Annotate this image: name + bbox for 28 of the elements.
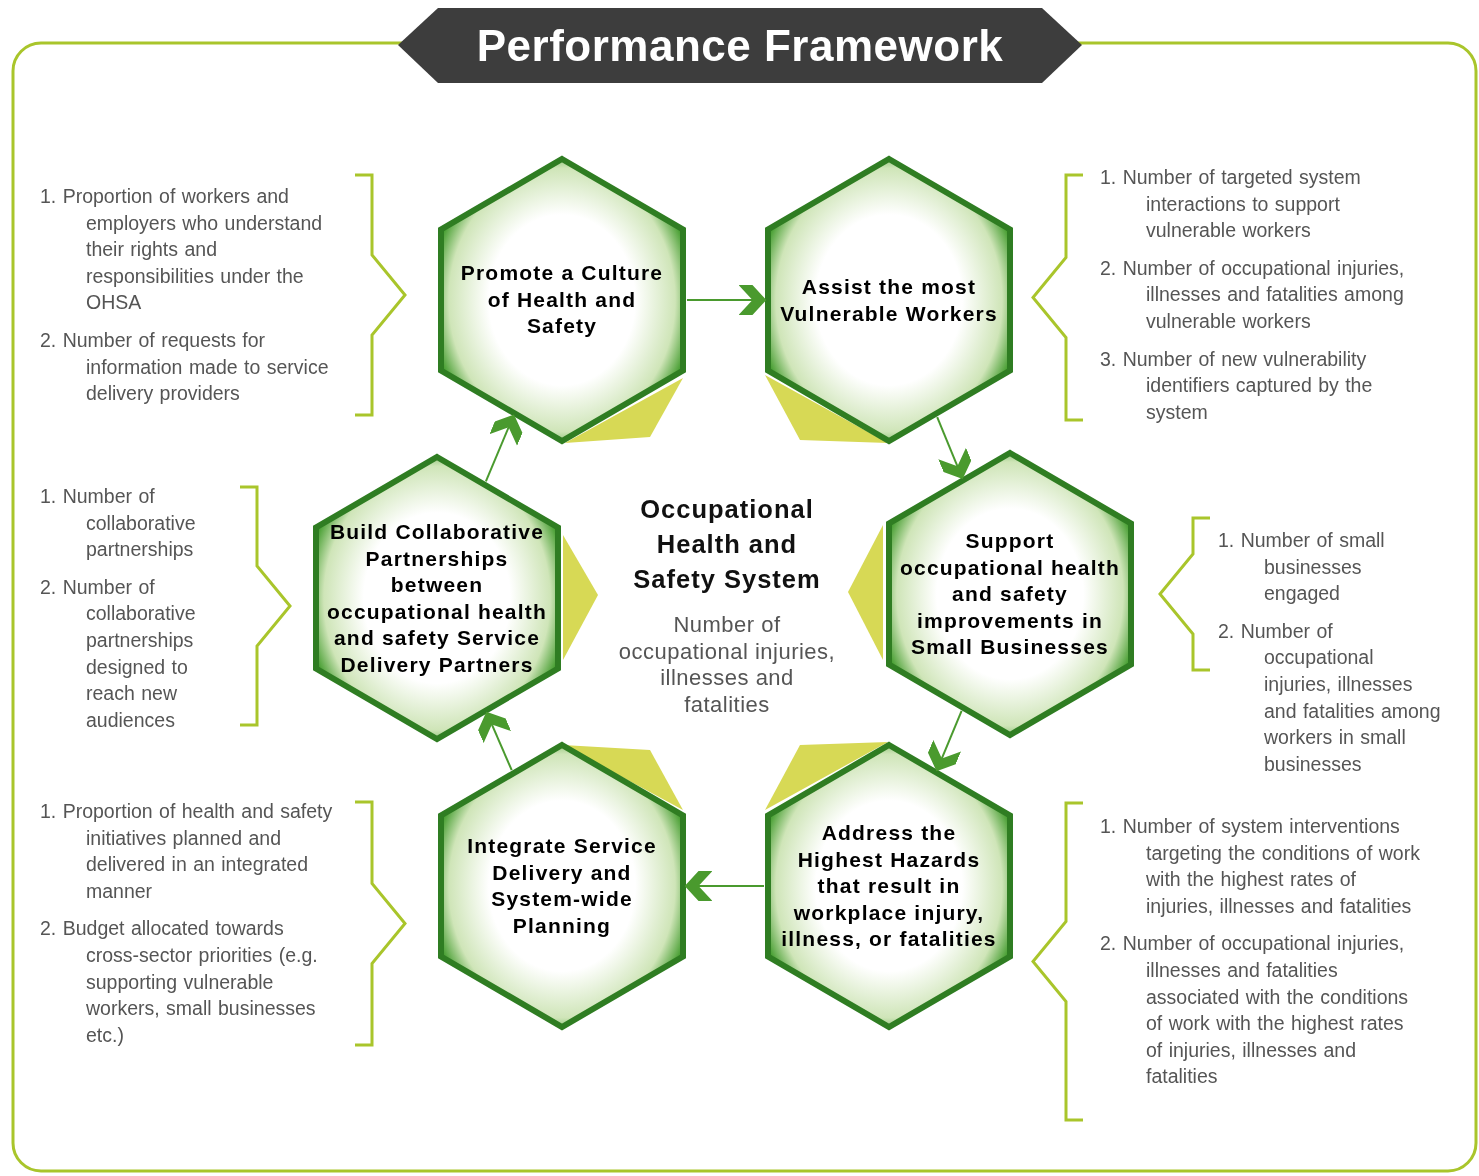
- hexagon-label: Integrate Service Delivery and System-wide Planning: [466, 833, 658, 939]
- hexagon-label: Promote a Culture of Health and Safety: [459, 260, 665, 340]
- indicator-text: 2. Number of occupational injuries, illnesses and fatalities associated with the conditions of work with the highest rates of injuries, illnesses and fatalities: [1100, 931, 1410, 1090]
- hexagon-label: Support occupational health and safety improvements in Small Businesses: [899, 527, 1121, 660]
- hexagon: [764, 155, 1014, 445]
- indicator-text: 2. Number of occupational injuries, illnesses and fatalities among vulnerable workers: [1100, 255, 1406, 334]
- hexagon-label: Assist the most Vulnerable Workers: [779, 273, 999, 326]
- indicator-text: 1. Number of system interventions targeting the conditions of work with the highest rates of injuries, illnesses and fatalities: [1100, 814, 1420, 919]
- indicator-text: 3. Number of new vulnerability identifiers captured by the system: [1100, 346, 1374, 425]
- title-banner: Performance Framework: [398, 8, 1082, 83]
- indicator-text: 2. Number of occupational injuries, illnesses and fatalities among workers in small businesses: [1218, 618, 1442, 777]
- hexagon-label: Build Collaborative Partnerships between occupational health and safety Service Delivery Partners: [326, 518, 548, 678]
- hexagon: [312, 453, 562, 743]
- indicator-text: 1. Proportion of workers and employers who understand their rights and responsibilities under the OHSA: [40, 184, 324, 316]
- indicator-text: 2. Number of requests for information made to service delivery providers: [40, 327, 330, 407]
- indicator-text: 1. Proportion of health and safety initiatives planned and delivered in an integrated manner: [40, 799, 334, 904]
- center-text: Number of occupational injuries, illnesses and fatalities: [617, 612, 837, 718]
- hexagon: [437, 155, 687, 445]
- hexagon: [437, 741, 687, 1031]
- center-heading: Occupational Health and Safety System: [632, 494, 822, 595]
- indicator-text: 1. Number of small businesses engaged: [1218, 528, 1386, 607]
- indicator-text: 1. Number of collaborative partnerships: [40, 484, 197, 563]
- indicator-text: 2. Number of collaborative partnerships designed to reach new audiences: [40, 574, 197, 733]
- indicator-text: 1. Number of targeted system interactions to support vulnerable workers: [1100, 165, 1362, 244]
- hexagon-label: Address the Highest Hazards that result in workplace injury, illness, or fatalities: [780, 819, 998, 952]
- hexagon: [764, 741, 1014, 1031]
- hexagon: [885, 449, 1135, 739]
- indicator-text: 2. Budget allocated towards cross-sector priorities (e.g. supporting vulnerable workers, small businesses etc.): [40, 916, 319, 1048]
